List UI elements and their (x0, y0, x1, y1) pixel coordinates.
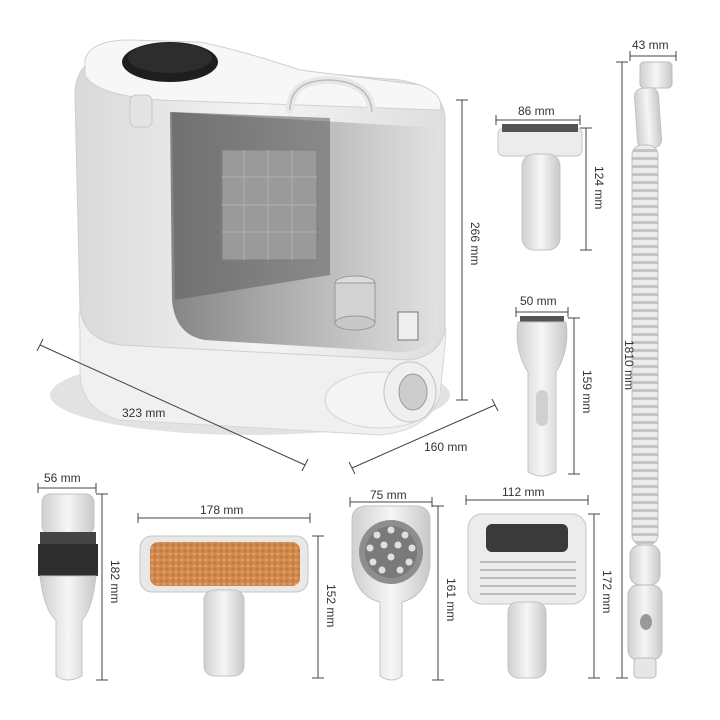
tool-round-brush (351, 505, 431, 681)
tool-roller-brush-dims (137, 513, 324, 679)
tool-bristle-nozzle (38, 493, 98, 681)
tool-wide-comb (467, 513, 587, 679)
tool2-height-label: 159 mm (580, 370, 594, 414)
tool-trimmer-dims (515, 307, 580, 475)
main-depth-label: 160 mm (424, 440, 468, 454)
tool2-width-label: 50 mm (520, 294, 557, 308)
tool1-height-label: 124 mm (592, 166, 606, 210)
main-unit (50, 39, 450, 436)
tool3-height-label: 182 mm (108, 560, 122, 604)
tool4-height-label: 152 mm (324, 584, 338, 628)
hose-dimension-lines (616, 51, 677, 679)
hose-width-label: 43 mm (632, 38, 669, 52)
tool-trimmer (516, 316, 568, 477)
tool-mini-brush (497, 124, 583, 251)
tool1-width-label: 86 mm (518, 104, 555, 118)
tool6-height-label: 172 mm (600, 570, 614, 614)
tool6-width-label: 112 mm (502, 485, 545, 499)
tool5-width-label: 75 mm (370, 488, 407, 502)
main-dimension-lines (36, 99, 499, 475)
extension-hose (627, 61, 673, 679)
main-height-label: 266 mm (468, 222, 482, 266)
tool5-height-label: 161 mm (444, 578, 458, 622)
tool-roller-brush (139, 535, 309, 677)
tool-round-brush-dims (349, 497, 444, 681)
tool3-width-label: 56 mm (44, 471, 81, 485)
tool4-width-label: 178 mm (200, 503, 244, 517)
tool-bristle-nozzle-dims (37, 483, 108, 681)
tool-mini-brush-dims (495, 115, 592, 251)
hose-length-label: 1810 mm (622, 340, 636, 391)
tool-wide-comb-dims (465, 495, 600, 679)
main-length-label: 323 mm (122, 406, 166, 420)
